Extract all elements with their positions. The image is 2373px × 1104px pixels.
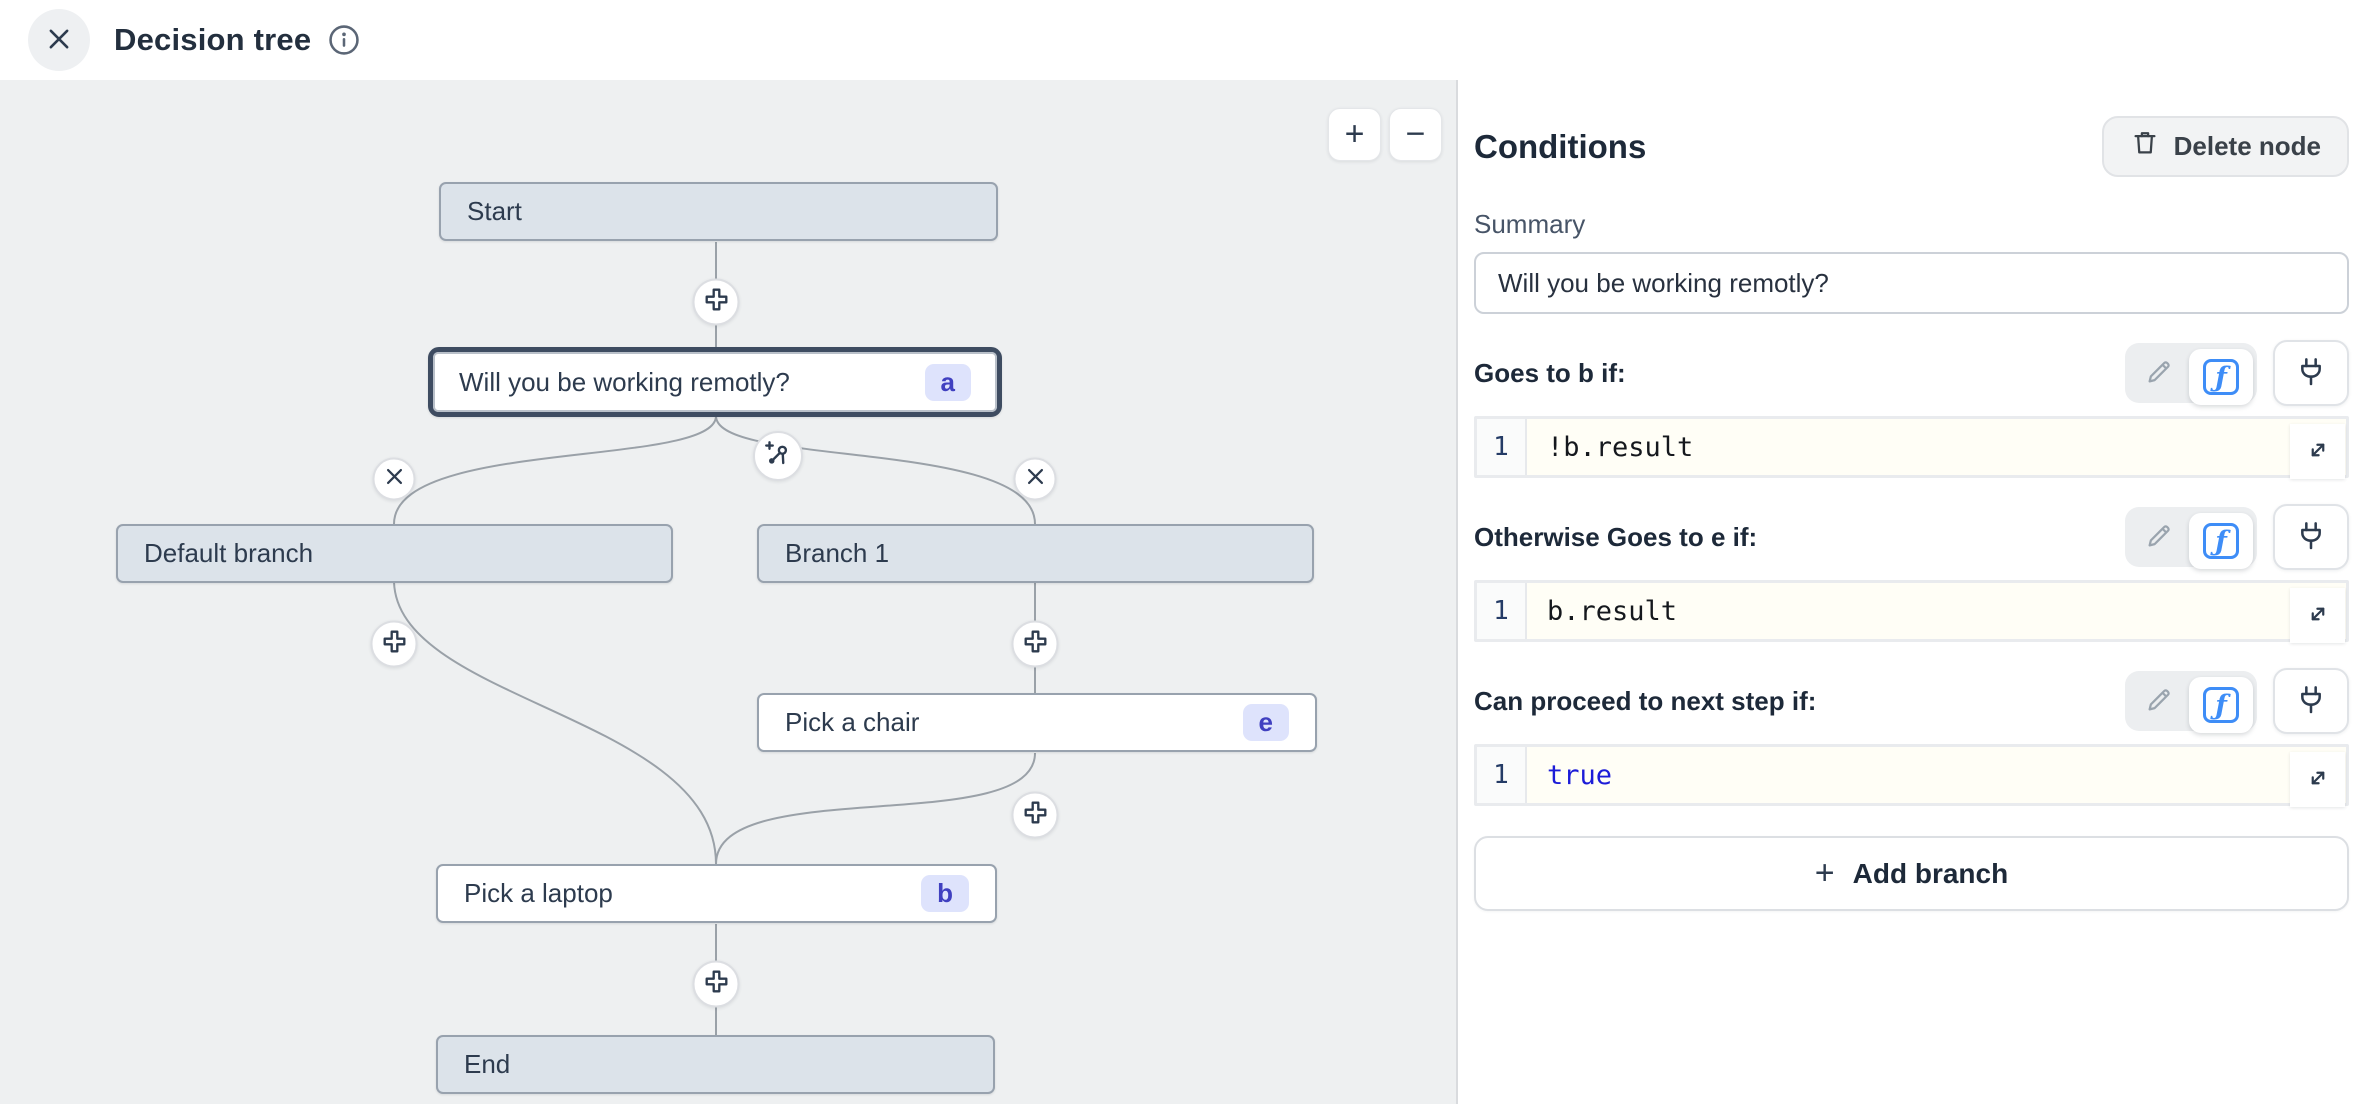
x-icon <box>383 466 405 493</box>
plus-icon: + <box>1344 115 1365 153</box>
line-number: 1 <box>1477 583 1527 639</box>
plug-icon <box>2295 356 2327 391</box>
node-badge: b <box>921 875 969 912</box>
formula-mode-button[interactable]: ƒ <box>2189 513 2253 569</box>
topbar: Decision tree <box>0 0 2373 80</box>
expand-icon <box>2304 764 2332 795</box>
code-text[interactable]: b.result <box>1527 583 2346 639</box>
conditions-panel: Conditions Delete node Summary Goes to b… <box>1458 80 2373 1104</box>
add-step-button[interactable] <box>1011 620 1059 668</box>
node-end[interactable]: End <box>436 1035 995 1094</box>
node-label: Pick a laptop <box>464 878 613 908</box>
line-number: 1 <box>1477 747 1527 803</box>
node-question-selected[interactable]: Will you be working remotly? a <box>428 347 1002 417</box>
delete-branch-button[interactable] <box>372 457 416 501</box>
code-editor[interactable]: 1 true <box>1474 744 2349 807</box>
code-editor[interactable]: 1 b.result <box>1474 580 2349 643</box>
node-label: End <box>464 1049 511 1079</box>
delete-branch-button[interactable] <box>1013 457 1057 501</box>
plus-icon <box>702 286 730 319</box>
plug-icon <box>2295 520 2327 555</box>
plus-icon <box>702 968 730 1001</box>
plus-icon <box>1021 628 1049 661</box>
edge-lines <box>393 242 1036 1035</box>
formula-mode-button[interactable]: ƒ <box>2189 349 2253 405</box>
x-icon <box>1024 466 1046 493</box>
node-badge: e <box>1242 704 1289 741</box>
info-icon[interactable] <box>327 23 361 57</box>
line-number: 1 <box>1477 419 1527 475</box>
zoom-controls: + − <box>1328 108 1442 161</box>
node-branch-1[interactable]: Branch 1 <box>757 524 1314 583</box>
plug-button[interactable] <box>2273 504 2349 570</box>
expand-icon <box>2304 600 2332 631</box>
condition-section-otherwise-goes-to-e: Otherwise Goes to e if: ƒ <box>1474 504 2349 643</box>
node-start[interactable]: Start <box>439 182 998 241</box>
condition-label: Goes to b if: <box>1474 357 1626 388</box>
node-label: Branch 1 <box>785 538 890 568</box>
code-text[interactable]: true <box>1527 747 2346 803</box>
node-pick-a-laptop[interactable]: Pick a laptop b <box>436 864 997 923</box>
decision-tree-canvas[interactable]: Start Will you be working remotly? a Def… <box>0 80 1458 1104</box>
code-editor[interactable]: 1 !b.result <box>1474 416 2349 479</box>
minus-icon: − <box>1405 115 1426 153</box>
condition-label: Can proceed to next step if: <box>1474 685 1817 716</box>
summary-label: Summary <box>1474 209 1586 239</box>
branch-split-icon <box>763 439 793 474</box>
edit-mode-button[interactable] <box>2129 675 2189 727</box>
plug-button[interactable] <box>2273 668 2349 734</box>
condition-label: Otherwise Goes to e if: <box>1474 521 1758 552</box>
plus-icon <box>380 628 408 661</box>
pencil-icon <box>2144 685 2174 718</box>
plug-icon <box>2295 684 2327 719</box>
edit-mode-button[interactable] <box>2129 347 2189 399</box>
editor-mode-toggle: ƒ <box>2125 507 2257 569</box>
editor-mode-toggle: ƒ <box>2125 671 2257 733</box>
node-label: Start <box>467 196 522 226</box>
add-step-button[interactable] <box>692 960 740 1008</box>
condition-section-goes-to-b: Goes to b if: ƒ 1 <box>1474 340 2349 479</box>
add-branch-split-button[interactable] <box>753 431 803 481</box>
node-badge: a <box>924 363 971 401</box>
add-step-button[interactable] <box>370 620 418 668</box>
close-button[interactable] <box>28 9 90 71</box>
pencil-icon <box>2144 521 2174 554</box>
zoom-in-button[interactable]: + <box>1328 108 1381 161</box>
node-pick-a-chair[interactable]: Pick a chair e <box>757 693 1317 752</box>
add-branch-label: Add branch <box>1852 857 2009 889</box>
pencil-icon <box>2144 357 2174 390</box>
condition-section-can-proceed: Can proceed to next step if: ƒ <box>1474 668 2349 807</box>
trash-icon <box>2130 128 2160 165</box>
plug-button[interactable] <box>2273 340 2349 406</box>
zoom-out-button[interactable]: − <box>1389 108 1442 161</box>
expand-editor-button[interactable] <box>2290 424 2345 479</box>
function-icon: ƒ <box>2203 359 2239 395</box>
plus-icon: + <box>1814 854 1835 892</box>
formula-mode-button[interactable]: ƒ <box>2189 677 2253 733</box>
delete-node-button[interactable]: Delete node <box>2101 116 2349 177</box>
panel-title: Conditions <box>1474 127 1647 165</box>
editor-mode-toggle: ƒ <box>2125 343 2257 405</box>
page-title: Decision tree <box>114 22 312 57</box>
close-icon <box>45 25 73 56</box>
edit-mode-button[interactable] <box>2129 511 2189 563</box>
node-label: Default branch <box>144 538 314 568</box>
function-icon: ƒ <box>2203 687 2239 723</box>
function-icon: ƒ <box>2203 523 2239 559</box>
add-step-button[interactable] <box>1011 791 1059 839</box>
summary-input[interactable] <box>1474 252 2349 314</box>
node-label: Will you be working remotly? <box>459 366 790 397</box>
expand-icon <box>2304 436 2332 467</box>
node-default-branch[interactable]: Default branch <box>116 524 673 583</box>
plus-icon <box>1021 799 1049 832</box>
expand-editor-button[interactable] <box>2290 752 2345 807</box>
expand-editor-button[interactable] <box>2290 588 2345 643</box>
add-step-button[interactable] <box>692 278 740 326</box>
delete-node-label: Delete node <box>2173 131 2321 161</box>
add-branch-button[interactable]: + Add branch <box>1474 836 2349 911</box>
code-text[interactable]: !b.result <box>1527 419 2346 475</box>
node-label: Pick a chair <box>785 707 920 737</box>
